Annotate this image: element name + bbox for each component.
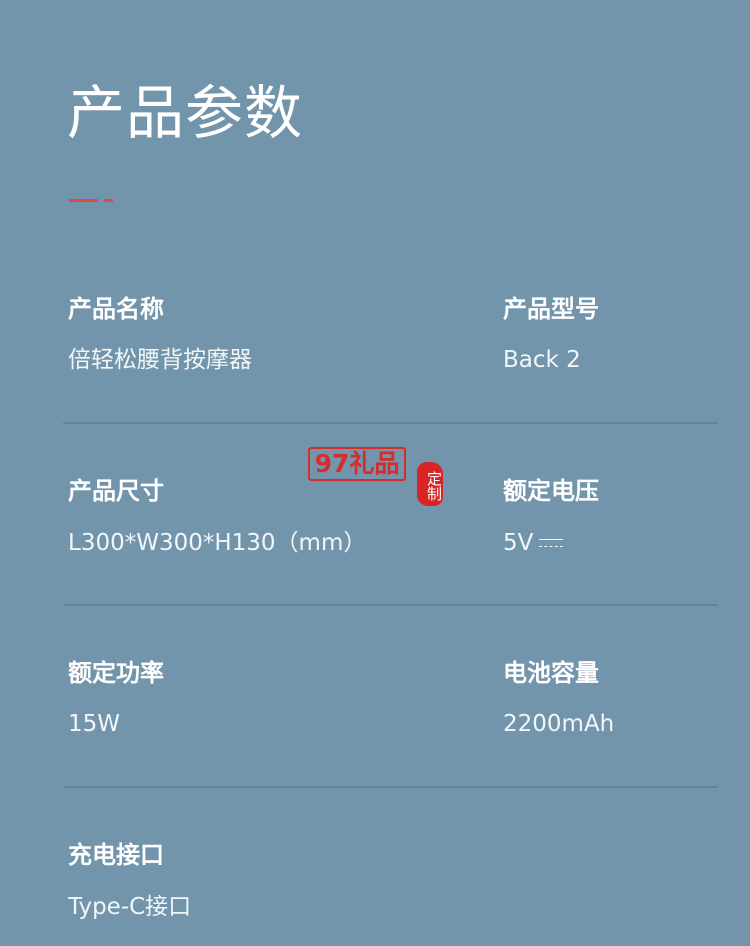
spec-label-battery: 电池容量 <box>503 659 599 687</box>
spec-label-charging-port: 充电接口 <box>68 841 164 869</box>
spec-value-product-name: 倍轻松腰背按摩器 <box>68 347 252 373</box>
divider <box>63 786 718 788</box>
spec-label-voltage: 额定电压 <box>503 477 599 505</box>
spec-label-size: 产品尺寸 <box>68 477 164 505</box>
title-accent-short <box>104 199 113 202</box>
title-accent-long <box>69 199 98 202</box>
watermark-brand-box: 97礼品 <box>308 447 406 481</box>
spec-label-product-name: 产品名称 <box>68 295 164 323</box>
spec-label-power: 额定功率 <box>68 659 164 687</box>
divider <box>63 604 718 606</box>
spec-value-battery: 2200mAh <box>503 711 615 737</box>
page-title: 产品参数 <box>67 79 304 147</box>
dc-symbol-icon <box>539 538 564 550</box>
watermark-seal: 定制 <box>417 462 443 506</box>
spec-value-voltage-row: 5V <box>503 528 564 558</box>
spec-value-power: 15W <box>68 711 121 737</box>
divider <box>63 422 718 424</box>
spec-value-charging-port: Type-C接口 <box>68 894 192 920</box>
spec-value-size: L300*W300*H130（mm） <box>68 530 367 556</box>
spec-value-voltage: 5V <box>503 530 534 556</box>
spec-value-model: Back 2 <box>503 347 581 373</box>
spec-label-model: 产品型号 <box>503 295 599 323</box>
